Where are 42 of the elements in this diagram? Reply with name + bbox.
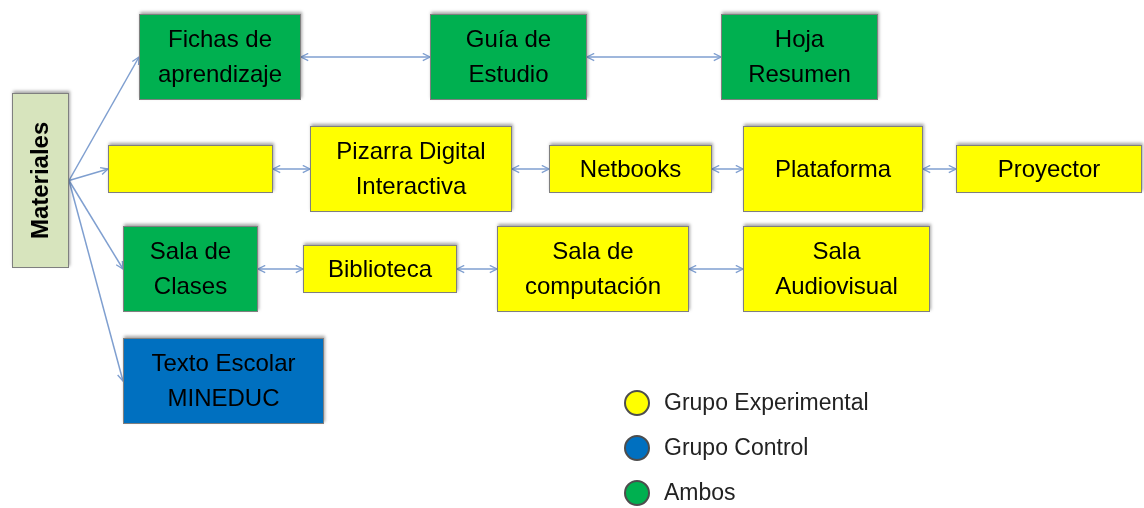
material-box [549, 145, 712, 193]
arrow [711, 164, 744, 174]
node-label: Fichas de aprendizaje [156, 24, 284, 89]
root-box [12, 93, 69, 268]
node-label: Pizarra Digital Interactiva [335, 136, 487, 201]
material-box [743, 226, 930, 312]
node-label: Guía de Estudio [464, 24, 553, 89]
root-label: Materiales [25, 120, 55, 242]
material-box [310, 126, 512, 212]
material-box [497, 226, 689, 312]
material-box [743, 126, 923, 212]
material-box [430, 14, 587, 100]
arrow [300, 52, 431, 62]
material-box [123, 338, 324, 424]
arrow [511, 164, 550, 174]
node-label: Netbooks [578, 153, 683, 184]
arrow [68, 179, 124, 270]
arrow [257, 264, 304, 274]
empty-box [108, 145, 273, 193]
arrow [68, 166, 109, 182]
material-box [303, 245, 457, 293]
arrow [456, 264, 498, 274]
material-box [956, 145, 1142, 193]
arrow [688, 264, 744, 274]
node-label: Hoja Resumen [747, 24, 852, 89]
node-label: Sala de Clases [148, 236, 233, 301]
node-label: Plataforma [773, 153, 893, 184]
node-label: Proyector [996, 153, 1102, 184]
node-label: Biblioteca [326, 253, 434, 284]
legend-label: Grupo Control [664, 434, 809, 461]
node-label: Sala de computación [523, 236, 663, 301]
arrow [68, 56, 140, 182]
arrow [922, 164, 957, 174]
node-label: Texto Escolar MINEDUC [150, 348, 297, 413]
material-box [139, 14, 301, 100]
arrow [586, 52, 722, 62]
material-box [123, 226, 258, 312]
node-label: Sala Audiovisual [774, 236, 899, 301]
material-box [721, 14, 878, 100]
arrow [272, 164, 311, 174]
legend-label: Ambos [664, 479, 736, 506]
legend-label: Grupo Experimental [664, 389, 869, 416]
